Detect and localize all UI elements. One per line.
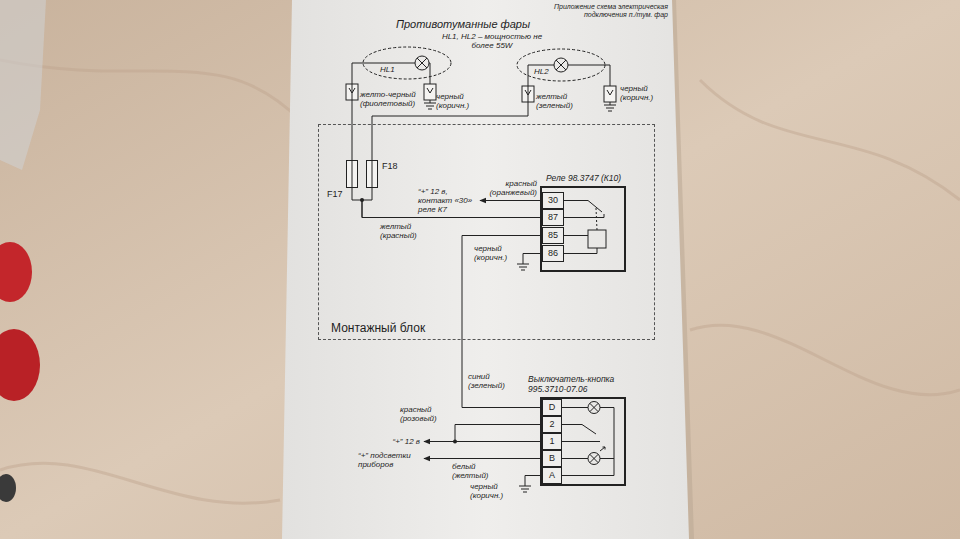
symbol-part xyxy=(596,208,597,230)
backlight-wire xyxy=(424,458,540,459)
red-cap xyxy=(0,242,32,302)
push-switch: Выключатель-кнопка 995.3710-07.06D21BA xyxy=(540,397,626,486)
symbol-part xyxy=(528,60,605,82)
fuse: F18 xyxy=(366,160,378,188)
supply-note: “+” 12 в xyxy=(370,437,420,446)
part-label: Монтажный блок xyxy=(331,321,425,335)
ground-wire xyxy=(519,476,540,493)
symbol-part xyxy=(588,230,606,248)
plastic-bag xyxy=(0,0,46,170)
symbol-drawing xyxy=(362,46,452,80)
wire-color: желто-черный (фиолетовый) xyxy=(360,90,418,108)
symbol-part xyxy=(590,403,605,462)
power-note: HL1, HL2 – мощностью не более 55W xyxy=(440,32,544,50)
symbol-part xyxy=(517,49,605,81)
fuse: F17 xyxy=(346,160,358,188)
ground-wire xyxy=(424,77,436,109)
supply-wire xyxy=(480,200,540,201)
symbol-part xyxy=(562,408,614,476)
part-heading: Реле 98.3747 (К10) xyxy=(546,173,621,183)
wire-color: белый (желтый) xyxy=(452,462,498,480)
pin-label: B xyxy=(542,450,562,467)
symbol-part xyxy=(362,58,430,77)
symbol-drawing xyxy=(347,161,357,187)
appendix-note: Приложение схема электрическая подключен… xyxy=(548,3,668,19)
symbol-part xyxy=(372,161,373,187)
wire-color: красный (розовый) xyxy=(400,405,450,423)
pin-label: A xyxy=(542,467,562,484)
symbol-drawing xyxy=(516,48,606,82)
relay: Реле 98.3747 (К10)30878586 xyxy=(540,186,626,272)
dark-object xyxy=(0,474,16,502)
wire-color: черный (коричн.) xyxy=(474,244,518,262)
ground-wire xyxy=(604,65,616,111)
pin-label: D xyxy=(542,399,562,416)
wire xyxy=(352,63,362,160)
wire-color: красный (оранжевый) xyxy=(484,179,537,197)
supply-wire xyxy=(424,441,540,442)
wire-color: желтый (красный) xyxy=(380,222,426,240)
symbol-drawing xyxy=(367,161,377,187)
symbol-part xyxy=(352,161,353,187)
pin-label: 85 xyxy=(542,227,564,244)
connector-symbol xyxy=(604,86,616,102)
part-label: HL2 xyxy=(534,67,549,76)
pin-label: 87 xyxy=(542,209,564,226)
junction-dot xyxy=(453,440,457,444)
pin-label: 1 xyxy=(542,433,562,450)
red-cap xyxy=(0,329,40,401)
diagram-heading: Противотуманные фары xyxy=(396,18,530,31)
supply-note: “+” подсветки приборов xyxy=(358,451,420,469)
wires xyxy=(424,65,616,492)
connector-symbol xyxy=(424,84,436,100)
part-label: F17 xyxy=(327,189,343,199)
symbol-part xyxy=(363,47,451,79)
part-label: HL1 xyxy=(380,65,395,74)
supply-wire xyxy=(455,425,540,442)
wire-color: черный (коричн.) xyxy=(620,84,670,102)
fog-lamp: HL1 xyxy=(362,46,452,80)
wire-color: синий (зеленый) xyxy=(468,372,520,390)
paper-sheet xyxy=(282,0,689,539)
ground-wire xyxy=(517,254,540,271)
symbol-part xyxy=(564,201,604,254)
part-heading: Выключатель-кнопка 995.3710-07.06 xyxy=(528,374,632,394)
fog-lamp: HL2 xyxy=(516,48,606,82)
supply-note: “+” 12 в, контакт «30» реле К7 xyxy=(418,187,476,214)
pin-label: 30 xyxy=(542,192,564,209)
part-label: F18 xyxy=(382,161,398,171)
mounting-block: Монтажный блокF17F18Реле 98.3747 (К10)30… xyxy=(318,124,655,340)
wire-color: желтый (зеленый) xyxy=(536,92,584,110)
pin-label: 86 xyxy=(542,245,564,262)
wire-color: черный (коричн.) xyxy=(470,482,518,500)
wire-color: черный (коричн.) xyxy=(436,92,482,110)
pin-label: 2 xyxy=(542,416,562,433)
